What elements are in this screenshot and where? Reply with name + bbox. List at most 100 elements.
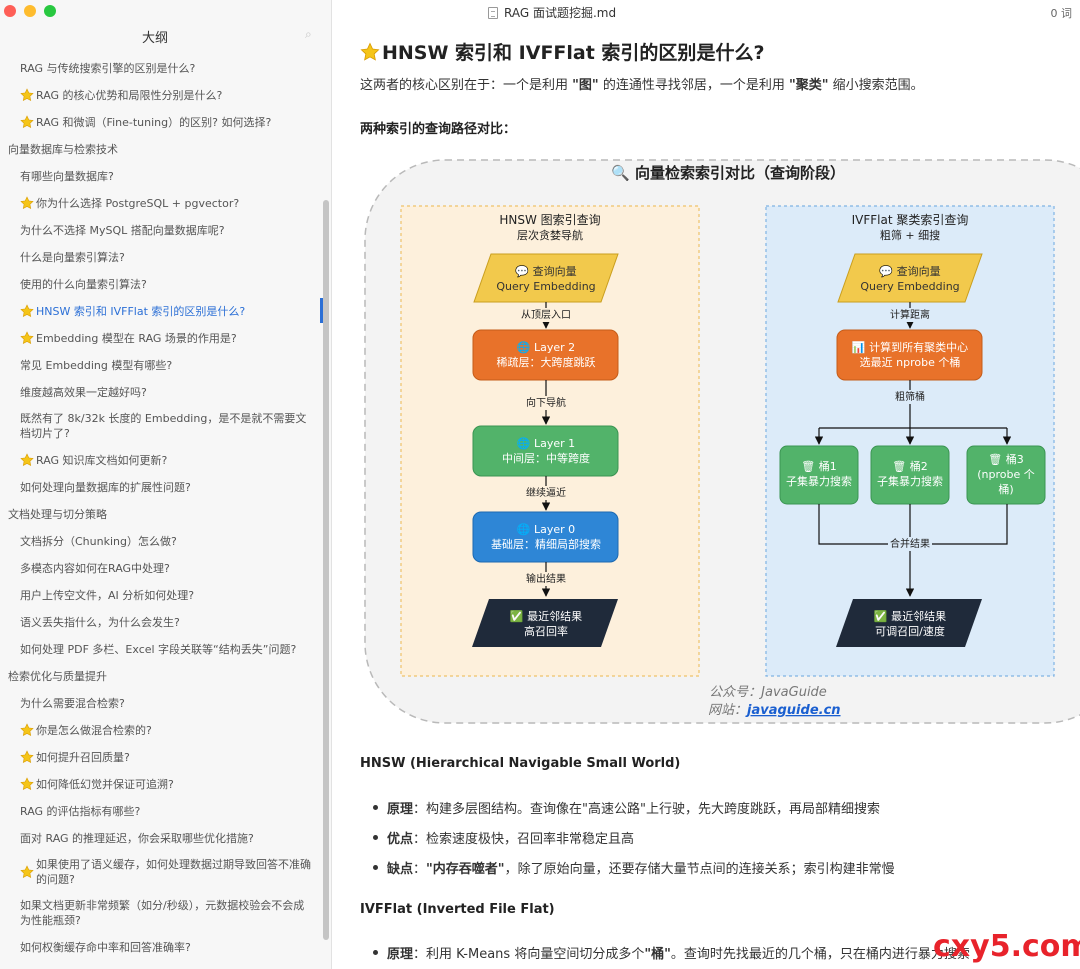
search-icon[interactable]: ⌕ — [305, 27, 312, 41]
diagram-title: 🔍 向量检索索引对比（查询阶段） — [611, 163, 845, 182]
ivf-bullet-principle: 原理：利用 K-Means 将向量空间切分成多个 "桶"。查询时先找最近的几个桶… — [373, 943, 970, 962]
ivf-bucket3-line2: (nprobe 个 — [977, 468, 1035, 481]
outline-item-label: 面对 RAG 的推理延迟，你会采取哪些优化措施? — [20, 831, 254, 845]
hnsw-bullet-pros: 优点：检索速度极快，召回率非常稳定且高 — [373, 828, 634, 847]
hnsw-edge-2-label: 向下导航 — [526, 396, 566, 409]
outline-item[interactable]: 维度越高效果一定越好吗? — [0, 378, 318, 405]
outline-item[interactable]: 文档拆分（Chunking）怎么做? — [0, 527, 318, 554]
outline-item[interactable]: RAG 和微调（Fine-tuning）的区别? 如何选择? — [0, 108, 318, 135]
bullet-text: ：构建多层图结构。查询像在"高速公路"上行驶，先大跨度跳跃，再局部精细搜索 — [413, 802, 880, 817]
outline-item[interactable]: RAG 的评估指标有哪些? — [0, 797, 318, 824]
outline-item[interactable]: 常见 Embedding 模型有哪些? — [0, 351, 318, 378]
outline-item-label: RAG 和微调（Fine-tuning）的区别? 如何选择? — [36, 115, 272, 129]
footer-site-link[interactable]: javaguide.cn — [745, 703, 841, 718]
outline-item[interactable]: 如何权衡缓存命中率和回答准确率? — [0, 933, 318, 960]
page-title-text: HNSW 索引和 IVFFlat 索引的区别是什么? — [382, 42, 765, 64]
ivf-query-line1: 💬 查询向量 — [879, 264, 940, 278]
outline-item[interactable]: 如何降低幻觉并保证可追溯? — [0, 770, 318, 797]
outline-item[interactable]: 如何提升召回质量? — [0, 743, 318, 770]
footer-site-label: 网站： — [708, 703, 747, 718]
outline-item-label: 文档拆分（Chunking）怎么做? — [20, 534, 177, 548]
intro-text: 的连通性寻找邻居，一个是利用 — [598, 78, 789, 93]
close-window-button[interactable] — [4, 5, 16, 17]
outline-item[interactable]: 有哪些向量数据库? — [0, 162, 318, 189]
outline-item[interactable]: HNSW 索引和 IVFFlat 索引的区别是什么? — [0, 297, 318, 324]
hnsw-edge-3-label-bg — [520, 486, 572, 500]
ivf-query-line2: Query Embedding — [860, 280, 959, 293]
outline-item-label: 如何处理向量数据库的扩展性问题? — [20, 480, 191, 494]
star-icon — [20, 776, 34, 791]
bullet-dot — [373, 865, 378, 870]
outline-item[interactable]: 如何处理向量数据库的扩展性问题? — [0, 473, 318, 500]
ivf-edge-3-label: 合并结果 — [890, 537, 930, 550]
star-icon — [20, 114, 34, 129]
ivf-bucket1-line1: 🗑 桶1 — [801, 459, 836, 473]
hnsw-bullet-principle: 原理：构建多层图结构。查询像在"高速公路"上行驶，先大跨度跳跃，再局部精细搜索 — [373, 798, 880, 817]
outline-item[interactable]: 面对 RAG 的推理延迟，你会采取哪些优化措施? — [0, 824, 318, 851]
outline-item-label: 如何提升召回质量? — [36, 750, 130, 764]
ivf-result-line1: ✅ 最近邻结果 — [874, 610, 946, 623]
outline-item[interactable]: 使用的什么向量索引算法? — [0, 270, 318, 297]
word-count[interactable]: 0 词 — [1050, 7, 1073, 20]
ivf-centroid-line1: 📊 计算到所有聚类中心 — [852, 340, 968, 354]
outline-item-label: Embedding 模型在 RAG 场景的作用是? — [36, 331, 237, 345]
hnsw-edge-3-label: 继续逼近 — [526, 486, 566, 499]
star-icon — [20, 749, 34, 764]
ivf-bucket3-line1: 🗑 桶3 — [988, 452, 1023, 466]
outline-item[interactable]: 你为什么选择 PostgreSQL + pgvector? — [0, 189, 318, 216]
window-controls — [4, 5, 56, 17]
ivf-query-node — [837, 253, 983, 303]
outline-item[interactable]: Embedding 模型在 RAG 场景的作用是? — [0, 324, 318, 351]
sidebar-scrollbar-thumb[interactable] — [323, 200, 329, 940]
ivf-bucket2-line1: 🗑 桶2 — [892, 459, 927, 473]
bullet-text: ，除了原始向量，还要存储大量节点间的连接关系；索引构建非常慢 — [504, 862, 895, 877]
bullet-label: 缺点 — [387, 862, 414, 877]
intro-paragraph: 这两者的核心区别在于：一个是利用 "图" 的连通性寻找邻居，一个是利用 "聚类"… — [360, 74, 924, 93]
outline-item[interactable]: 如何处理 PDF 多栏、Excel 字段关联等“结构丢失”问题? — [0, 635, 318, 662]
outline-item[interactable]: RAG 与传统搜索引擎的区别是什么? — [0, 54, 318, 81]
outline-item-label: 文档处理与切分策略 — [8, 507, 107, 521]
outline-item[interactable]: 为什么需要混合检索? — [0, 689, 318, 716]
outline-sidebar: 大纲 ⌕ RAG 与传统搜索引擎的区别是什么?RAG 的核心优势和局限性分别是什… — [0, 0, 332, 969]
outline-section-heading[interactable]: 向量数据库与检索技术 — [0, 135, 318, 162]
file-name: RAG 面试题挖掘.md — [504, 6, 617, 20]
hnsw-panel-title: HNSW 图索引查询 — [499, 213, 600, 227]
ivf-centroid-node — [836, 329, 983, 381]
hnsw-query-line2: Query Embedding — [496, 280, 595, 293]
hnsw-layer2-line2: 稀疏层：大跨度跳跃 — [497, 355, 596, 369]
outline-item-label: 如果文档更新非常频繁（如分/秒级），元数据校验会不会成为性能瓶颈? — [20, 898, 305, 927]
outline-item[interactable]: RAG 的核心优势和局限性分别是什么? — [0, 81, 318, 108]
outline-item[interactable]: 什么是向量索引算法? — [0, 243, 318, 270]
outline-item[interactable]: 如果文档更新非常频繁（如分/秒级），元数据校验会不会成为性能瓶颈? — [0, 892, 318, 933]
outline-item[interactable]: 如果使用了语义缓存，如何处理数据过期导致回答不准确的问题? — [0, 851, 318, 892]
outline-item[interactable]: 既然有了 8k/32k 长度的 Embedding，是不是就不需要文档切片了? — [0, 405, 318, 446]
hnsw-edge-4-label: 输出结果 — [526, 572, 566, 585]
zoom-window-button[interactable] — [44, 5, 56, 17]
title-bar: RAG 面试题挖掘.md 0 词 — [333, 0, 1080, 24]
outline-section-heading[interactable]: 检索优化与质量提升 — [0, 662, 318, 689]
outline-item[interactable]: 语义丢失指什么，为什么会发生? — [0, 608, 318, 635]
hnsw-edge-4-label-bg — [520, 572, 572, 586]
intro-text: 这两者的核心区别在于：一个是利用 — [360, 78, 573, 93]
hnsw-layer2-node — [472, 329, 619, 381]
ivf-centroid-line2: 选最近 nprobe 个桶 — [860, 355, 961, 369]
outline-item[interactable]: 多模态内容如何在RAG中处理? — [0, 554, 318, 581]
bullet-text: ：利用 K-Means 将向量空间切分成多个 — [413, 947, 645, 962]
minimize-window-button[interactable] — [24, 5, 36, 17]
outline-item-label: 常见 Embedding 模型有哪些? — [20, 358, 173, 372]
ivf-edge-1-label: 计算距离 — [890, 308, 930, 321]
ivf-panel-title: IVFFlat 聚类索引查询 — [852, 213, 969, 227]
index-comparison-diagram: 🔍 向量检索索引对比（查询阶段） HNSW 图索引查询 层次贪婪导航 💬 查询向… — [364, 159, 1080, 724]
outline-item-label: 向量数据库与检索技术 — [8, 142, 118, 156]
outline-item[interactable]: 你是怎么做混合检索的? — [0, 716, 318, 743]
outline-item[interactable]: 用户上传空文件，AI 分析如何处理? — [0, 581, 318, 608]
hnsw-layer0-line1: 🌐 Layer 0 — [517, 523, 575, 536]
outline-item[interactable]: RAG 知识库文档如何更新? — [0, 446, 318, 473]
outline-section-heading[interactable]: 文档处理与切分策略 — [0, 500, 318, 527]
file-title: RAG 面试题挖掘.md — [488, 4, 616, 21]
editor-content[interactable]: HNSW 索引和 IVFFlat 索引的区别是什么? 这两者的核心区别在于：一个… — [333, 24, 1080, 969]
hnsw-edge-2-label-bg — [520, 396, 572, 410]
outline-item[interactable]: 为什么不选择 MySQL 搭配向量数据库呢? — [0, 216, 318, 243]
bullet-label: 原理 — [387, 947, 414, 962]
ivf-panel-subtitle: 粗筛 + 细搜 — [880, 228, 940, 242]
